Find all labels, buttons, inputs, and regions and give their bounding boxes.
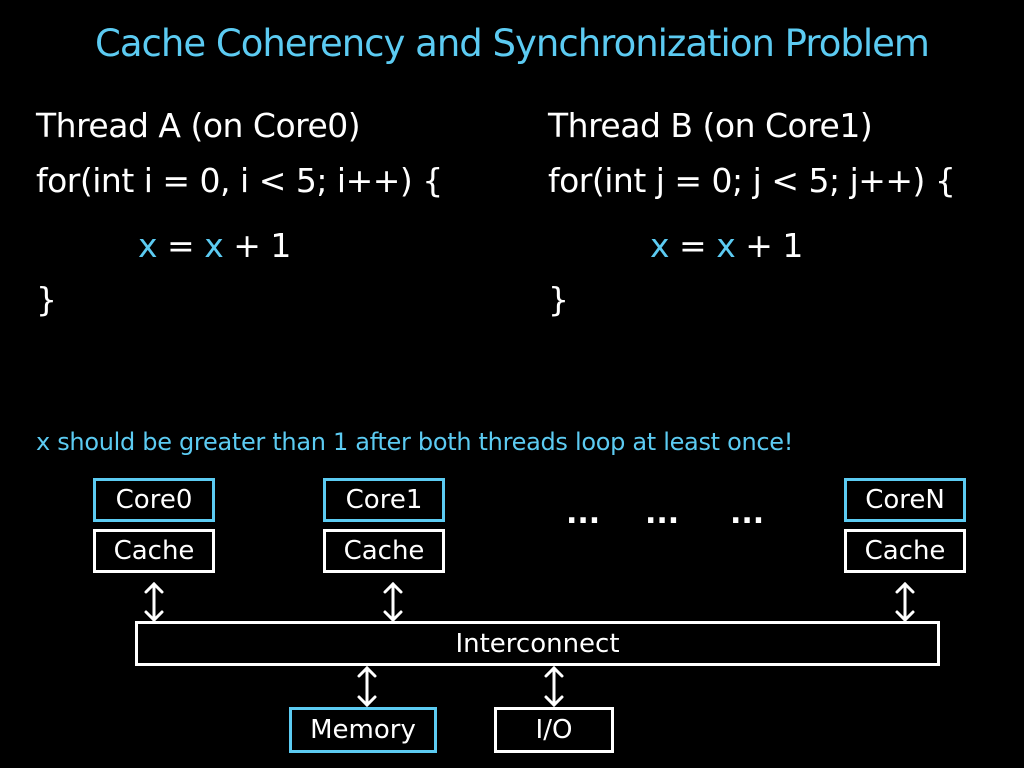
thread-a-header: Thread A (on Core0) (36, 106, 361, 145)
ellipsis: ... (566, 496, 601, 531)
ellipsis: ... (730, 496, 765, 531)
var-x: x (716, 226, 736, 265)
coreN-box: CoreN (844, 478, 966, 522)
thread-b-body: x = x + 1 (650, 226, 803, 265)
thread-b-header: Thread B (on Core1) (548, 106, 873, 145)
double-arrow-icon (383, 581, 403, 623)
double-arrow-icon (544, 665, 564, 708)
io-box: I/O (494, 707, 614, 753)
thread-a-loop: for(int i = 0, i < 5; i++) { (36, 161, 443, 200)
var-x: x (138, 226, 158, 265)
thread-b-close: } (548, 280, 569, 319)
plus-one: + 1 (745, 226, 803, 265)
cacheN-box: Cache (844, 529, 966, 573)
core1-box: Core1 (323, 478, 445, 522)
memory-box: Memory (289, 707, 437, 753)
thread-b-loop: for(int j = 0; j < 5; j++) { (548, 161, 956, 200)
cache1-box: Cache (323, 529, 445, 573)
interconnect-box: Interconnect (135, 621, 940, 666)
equals: = (167, 226, 195, 265)
slide-title: Cache Coherency and Synchronization Prob… (95, 22, 930, 65)
var-x: x (204, 226, 224, 265)
core0-box: Core0 (93, 478, 215, 522)
double-arrow-icon (895, 581, 915, 623)
double-arrow-icon (357, 665, 377, 708)
double-arrow-icon (144, 581, 164, 623)
var-x: x (650, 226, 670, 265)
note-text: x should be greater than 1 after both th… (36, 428, 794, 456)
equals: = (679, 226, 707, 265)
thread-a-body: x = x + 1 (138, 226, 291, 265)
cache0-box: Cache (93, 529, 215, 573)
ellipsis: ... (645, 496, 680, 531)
plus-one: + 1 (233, 226, 291, 265)
thread-a-close: } (36, 280, 57, 319)
